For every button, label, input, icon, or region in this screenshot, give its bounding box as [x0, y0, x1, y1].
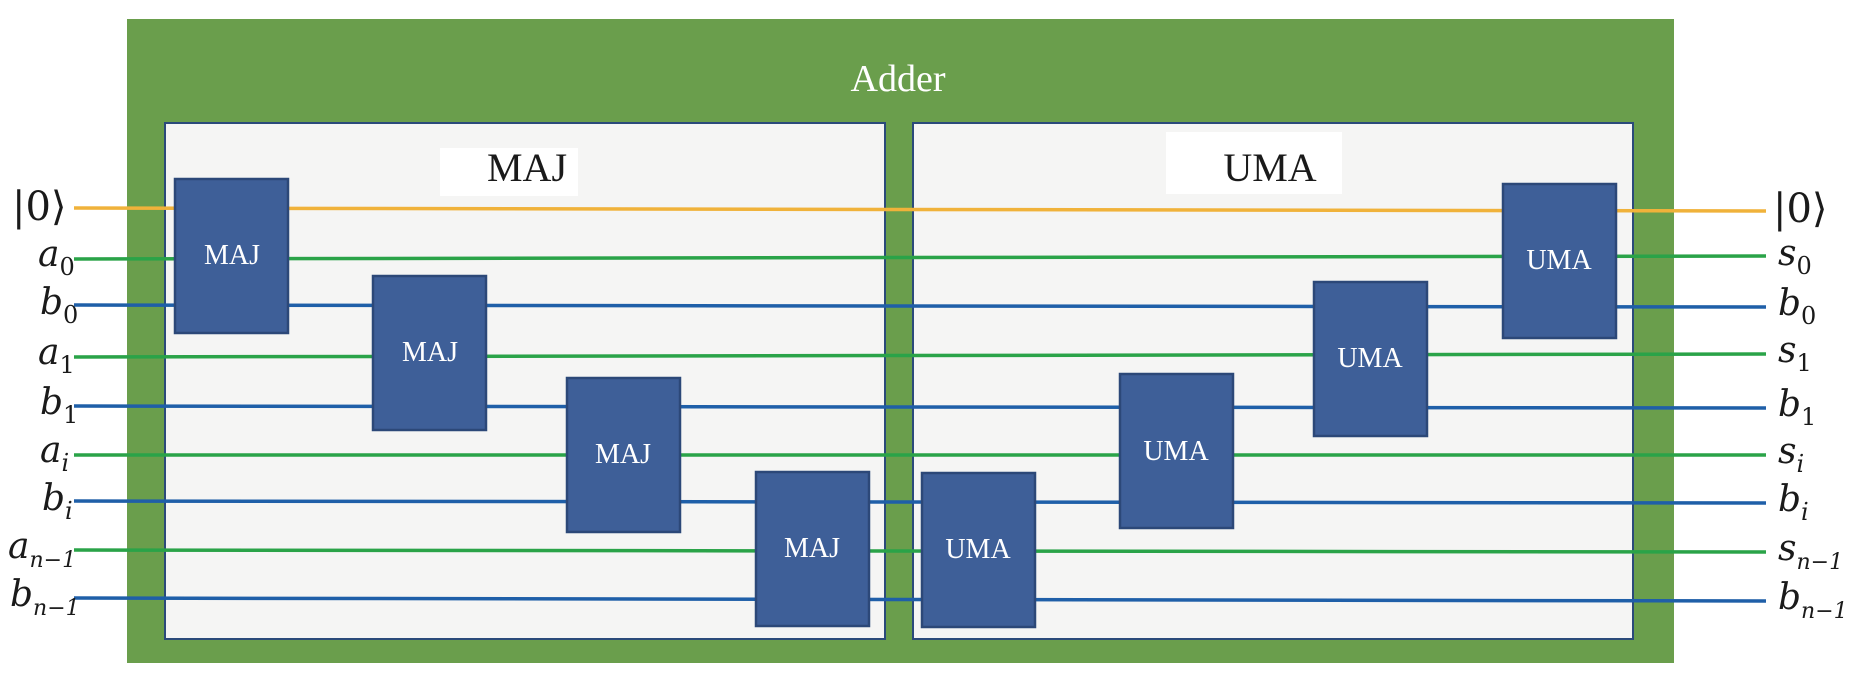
- right-label-ancilla: |0⟩: [1773, 186, 1828, 232]
- uma-section-label-bg: [1166, 132, 1342, 194]
- right-label: s0: [1778, 233, 1812, 280]
- adder-title: Adder: [851, 58, 946, 100]
- maj-gate: MAJ: [173, 177, 290, 335]
- svg-text:UMA: UMA: [945, 534, 1011, 565]
- left-label: an−1: [8, 526, 76, 573]
- wire-ancilla: [73, 206, 1767, 213]
- wire-a0: [73, 254, 1767, 261]
- wires: [73, 206, 1767, 603]
- wire-bn1: [73, 596, 1767, 603]
- wire-an1: [73, 548, 1767, 554]
- left-label: ai: [40, 430, 69, 477]
- left-label: bi: [42, 478, 73, 525]
- svg-text:MAJ: MAJ: [784, 533, 840, 564]
- svg-text:MAJ: MAJ: [204, 240, 260, 271]
- svg-text:UMA: UMA: [1526, 245, 1592, 276]
- uma-gate: UMA: [1118, 372, 1235, 530]
- uma-gate: UMA: [1501, 182, 1618, 340]
- right-labels: |0⟩ s0 b0 s1 b1 si bi sn−1 bn−1: [1773, 186, 1848, 624]
- right-label: s1: [1778, 330, 1812, 377]
- wire-a1: [73, 352, 1767, 359]
- uma-section-label: UMA: [1223, 145, 1316, 190]
- maj-gate: MAJ: [565, 376, 682, 534]
- left-label: b0: [40, 282, 78, 329]
- maj-gate: MAJ: [371, 274, 488, 432]
- svg-text:MAJ: MAJ: [595, 439, 651, 470]
- left-label: a1: [38, 332, 75, 379]
- left-label-ancilla: |0⟩: [12, 184, 67, 230]
- right-label: sn−1: [1778, 528, 1843, 575]
- svg-text:MAJ: MAJ: [402, 337, 458, 368]
- right-label: b0: [1778, 283, 1816, 330]
- wire-b0: [73, 303, 1767, 309]
- wire-bi: [73, 499, 1767, 505]
- uma-gate: UMA: [920, 471, 1037, 629]
- maj-section-label-bg: [440, 148, 578, 196]
- uma-gate: UMA: [1312, 280, 1429, 438]
- right-label: b1: [1778, 384, 1816, 431]
- right-label: bn−1: [1778, 577, 1848, 624]
- right-label: si: [1778, 431, 1804, 478]
- wire-b1: [73, 404, 1767, 410]
- maj-section-label: MAJ: [487, 145, 567, 190]
- svg-text:UMA: UMA: [1337, 343, 1403, 374]
- left-labels: |0⟩ a0 b0 a1 b1 ai bi an−1 bn−1: [8, 184, 80, 621]
- maj-gate: MAJ: [754, 470, 871, 628]
- left-label: a0: [38, 234, 75, 281]
- left-label: bn−1: [10, 574, 80, 621]
- right-label: bi: [1778, 479, 1809, 526]
- svg-text:UMA: UMA: [1143, 436, 1209, 467]
- left-label: b1: [40, 382, 78, 429]
